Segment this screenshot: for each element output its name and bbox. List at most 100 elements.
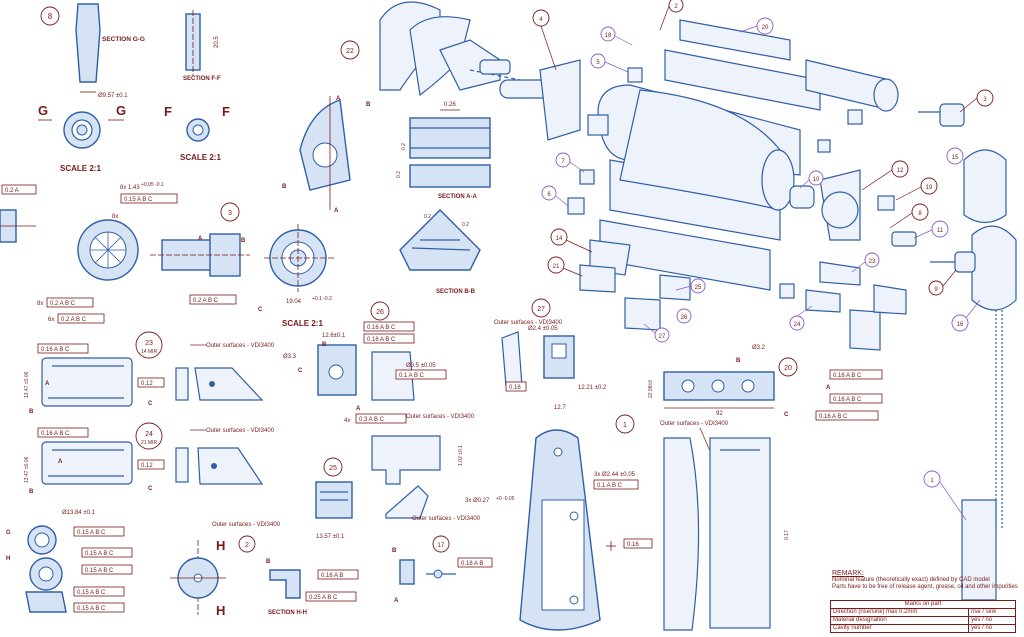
balloon-e24: 24 — [794, 322, 801, 328]
svg-text:A: A — [394, 598, 399, 604]
svg-text:22.98±0: 22.98±0 — [648, 380, 654, 398]
balloon-e11: 11 — [937, 228, 944, 234]
svg-text:0.16 A B C: 0.16 A B C — [41, 347, 70, 353]
marks-row-1-key: Material designation — [829, 616, 970, 625]
balloon-8-label: 8 — [48, 12, 53, 21]
svg-text:6x: 6x — [48, 317, 54, 323]
svg-text:0.2 A B C: 0.2 A B C — [50, 301, 76, 307]
svg-text:B: B — [29, 409, 34, 415]
svg-text:A: A — [198, 236, 203, 242]
svg-text:0.12: 0.12 — [141, 463, 153, 469]
dim-8x: 8x — [112, 214, 118, 220]
view-part-26: 26 12.6±0.1 0.16 A B C 0.16 A B C Ø3.3 C… — [283, 301, 475, 485]
cut-letter-f-left: F — [164, 104, 172, 119]
fcf-016abc-20a: 0.16 A B C — [829, 369, 883, 380]
balloon-e5: 5 — [596, 60, 600, 66]
balloon-e4: 4 — [539, 17, 543, 23]
table-row: Cavity number yes / no — [829, 624, 1016, 633]
part-25-side — [385, 485, 429, 519]
fcf-016abc-26a: 0.16 A B C — [363, 321, 415, 332]
exploded-assembly: 4 2 20 18 5 3 7 12 10 19 6 8 14 11 15 21… — [532, 0, 1017, 601]
outer-surfaces-2: Outer surfaces - VDI3400 — [212, 522, 281, 528]
fcf-016ab-h: 0.16 A B — [317, 569, 359, 580]
fcf-016-27: 0.16 — [505, 381, 527, 392]
fcf-016ab-17: 0.16 A B — [457, 557, 493, 568]
cut-letter-g-right: G — [116, 103, 126, 118]
marks-row-0-value: rise / sink — [968, 608, 1016, 617]
view-part-8: 8 Ø9.57 ±0.1 SECTION G-G G G SCALE 2:1 — [38, 3, 145, 173]
marks-row-0-key: Direction (rise/sink) max 0.2mm — [829, 608, 970, 617]
remark-title: REMARK: — [832, 570, 864, 577]
svg-text:0.15 A B C: 0.15 A B C — [77, 590, 106, 596]
svg-text:0.16 A B: 0.16 A B — [321, 573, 343, 579]
part-24-plate — [41, 441, 133, 485]
part-23-plate — [41, 357, 133, 407]
balloon-e14: 14 — [556, 236, 563, 242]
outer-surfaces-23: Outer surfaces - VDI3400 — [206, 343, 275, 349]
cut-letter-a-top: A — [336, 96, 341, 102]
dim-1221: 12.21 ±0.2 — [578, 385, 607, 391]
cut-letter-a-bottom: A — [334, 208, 339, 214]
balloon-e18: 18 — [605, 33, 612, 39]
svg-text:0.17: 0.17 — [784, 530, 790, 540]
svg-text:B: B — [266, 559, 271, 565]
svg-text:0.16 A B C: 0.16 A B C — [833, 373, 862, 379]
fcf-01abc-26: 0.1 A B C — [395, 369, 447, 380]
dim-1904: 19.04 — [286, 299, 302, 305]
part-26-side — [371, 351, 415, 401]
balloon-e1: 1 — [930, 478, 934, 484]
svg-text:B: B — [392, 548, 397, 554]
svg-text:0.15 A B C: 0.15 A B C — [85, 551, 114, 557]
fcf-012-24: 0.12 — [137, 459, 165, 470]
svg-text:21 MIR: 21 MIR — [141, 440, 158, 446]
fcf-015abc-l4: 0.15 A B C — [73, 586, 125, 597]
svg-text:4x: 4x — [344, 418, 350, 424]
balloon-17 — [432, 535, 450, 553]
svg-text:8x: 8x — [37, 301, 43, 307]
svg-text:0.1 A B C: 0.1 A B C — [399, 373, 425, 379]
balloon-e19: 19 — [926, 185, 933, 191]
section-hh-title: SECTION H-H — [268, 610, 307, 616]
svg-text:0.16 A B C: 0.16 A B C — [367, 337, 396, 343]
part-27-side — [501, 331, 523, 387]
dim-02b: 0.2 — [396, 171, 402, 178]
cut-letter-b-top: B — [366, 102, 371, 108]
dim-244: 3x Ø2.44 ±0.05 — [594, 472, 636, 478]
svg-text:2: 2 — [245, 542, 249, 549]
marks-row-2-value: yes / no — [968, 624, 1016, 633]
balloon-e23: 23 — [869, 259, 876, 265]
svg-text:17: 17 — [438, 543, 445, 549]
dim-24: Ø2.4 ±0.05 — [528, 326, 558, 332]
svg-text:0.2 A B C: 0.2 A B C — [61, 317, 87, 323]
svg-text:A: A — [45, 381, 50, 387]
fcf-02a: 0.2 A — [1, 184, 37, 195]
svg-text:B: B — [322, 342, 327, 348]
balloon-e9: 9 — [934, 287, 938, 293]
dim-1384: Ø13.84 ±0.1 — [62, 510, 96, 516]
svg-text:B: B — [241, 238, 246, 244]
fcf-02abc-2: 0.2 A B C — [57, 313, 105, 324]
svg-text:0.15 A B C: 0.15 A B C — [85, 568, 114, 574]
remark-block: REMARK: Nominal feature (theoretically e… — [832, 570, 1022, 591]
scale-left: SCALE 2:1 — [60, 164, 101, 173]
dim-126: 12.6±0.1 — [322, 333, 346, 339]
view-section-a-a: A B A B 0.26 0.2 0.2 SECTION A-A 0.2 0.2… — [282, 96, 491, 295]
svg-text:27: 27 — [537, 306, 545, 313]
fcf-02abc-3: 0.2 A B C — [189, 294, 237, 305]
svg-text:A: A — [356, 406, 361, 412]
svg-text:13.47 ±0.06: 13.47 ±0.06 — [24, 456, 30, 483]
part-section-hh — [269, 569, 301, 599]
svg-text:C: C — [784, 412, 789, 418]
dim-027: 3x Ø0.27 — [465, 498, 490, 504]
svg-text:0.25 A B C: 0.25 A B C — [309, 595, 338, 601]
part-section-aa — [409, 117, 491, 159]
part-24-outline — [197, 447, 264, 485]
fcf-015abc-l3: 0.15 A B C — [81, 564, 133, 575]
remark-line-1: Nominal feature (theoretically exact) de… — [832, 577, 990, 583]
svg-text:A: A — [58, 459, 63, 465]
assembly-balloons: 4 2 20 18 5 3 7 12 10 19 6 8 14 11 15 21… — [532, 0, 994, 488]
svg-text:23: 23 — [145, 340, 153, 347]
fcf-01abc-1: 0.1 A B C — [593, 479, 639, 490]
balloon-24 — [135, 422, 163, 450]
dim-05: Ø0.5 ±0.05 — [406, 363, 436, 369]
